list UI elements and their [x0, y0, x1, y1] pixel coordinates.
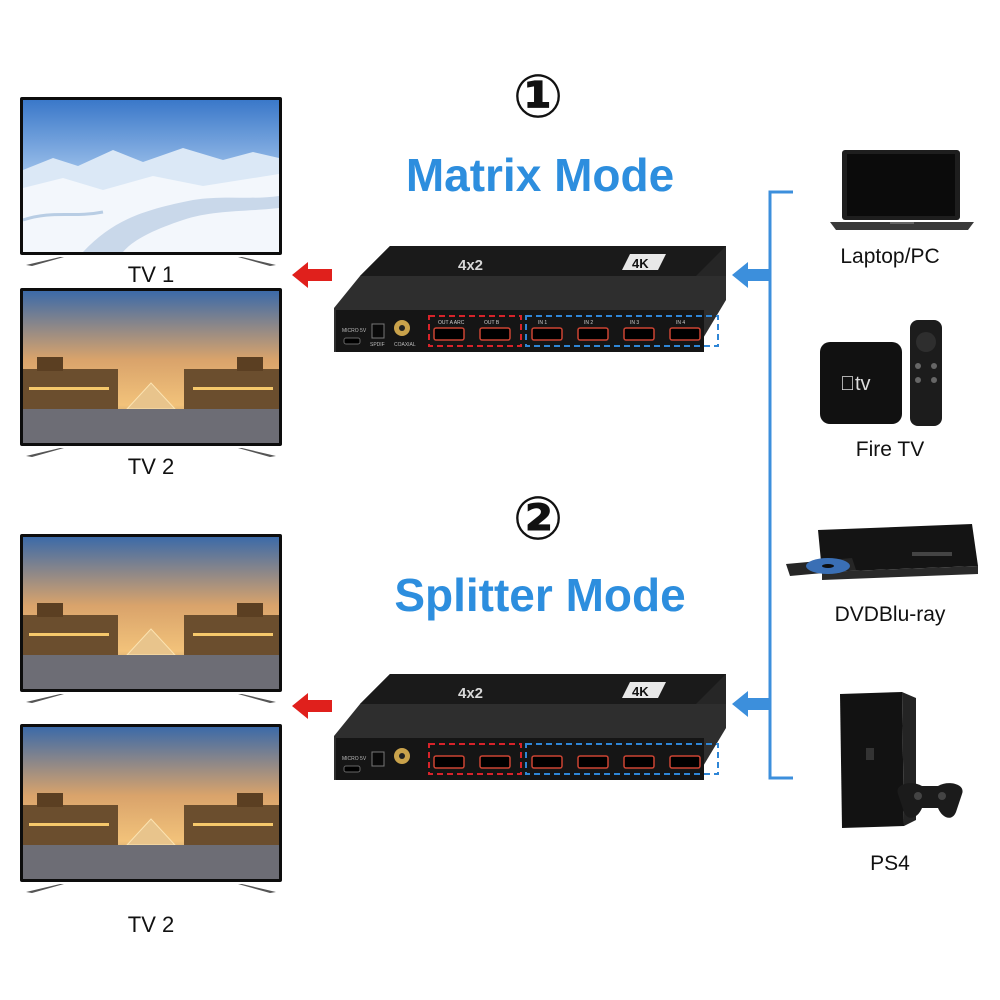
hdmi-splitter-switch: 4K 4x2 MICRO 5V: [330, 668, 740, 798]
hdmi-in-2-port: [577, 327, 609, 341]
hdmi-in-1-port: [531, 755, 563, 769]
output-arrow-icon: [292, 262, 332, 288]
brand-mark: 4K: [632, 256, 649, 271]
port-label: IN 1: [538, 320, 547, 326]
fire-tv-icon: tv: [820, 320, 942, 426]
matrix-mode-title: Matrix Mode: [405, 149, 675, 201]
hdmi-out-a-port: [433, 327, 465, 341]
snow-landscape-screen: [23, 100, 279, 252]
input-ports-highlight: [525, 743, 719, 775]
hdmi-in-3-port: [623, 327, 655, 341]
port-label: MICRO 5V: [342, 756, 367, 762]
louvre-screen: [23, 291, 279, 443]
hdmi-in-2-port: [577, 755, 609, 769]
input-arrow-icon: [732, 262, 770, 288]
ps4-icon: [840, 692, 963, 828]
brand-mark: 4K: [632, 684, 649, 699]
port-label: COAXIAL: [394, 342, 416, 348]
port-label: SPDIF: [370, 342, 385, 348]
brand-badge: [622, 254, 666, 270]
brand-badge: [622, 682, 666, 698]
output-ports-highlight: [428, 315, 522, 347]
source-label: DVDBlu-ray: [834, 603, 946, 626]
model-text: 4x2: [458, 257, 483, 274]
micro-usb-port: [343, 337, 361, 345]
port-label: OUT B: [484, 320, 500, 326]
model-text: 4x2: [458, 685, 483, 702]
hdmi-in-4-port: [669, 755, 701, 769]
louvre-screen: [23, 727, 279, 879]
port-label: IN 2: [584, 320, 593, 326]
hdmi-out-b-port: [479, 755, 511, 769]
laptop-icon: [830, 150, 974, 230]
hdmi-in-1-port: [531, 327, 563, 341]
step-number-2: ②: [512, 485, 564, 552]
input-arrow-icon: [732, 691, 770, 717]
hdmi-matrix-switch: 4K 4x2 MICRO 5V SPDIF COAXIAL OUT A ARC …: [330, 240, 740, 370]
louvre-screen: [23, 537, 279, 689]
port-label: OUT A ARC: [438, 320, 465, 326]
source-label: Fire TV: [855, 438, 925, 461]
spdif-port: [371, 323, 385, 339]
source-label: PS4: [870, 852, 910, 875]
output-ports-highlight: [428, 743, 522, 775]
hdmi-out-b-port: [479, 327, 511, 341]
source-label: Laptop/PC: [840, 245, 940, 268]
micro-usb-port: [343, 765, 361, 773]
output-arrow-icon: [292, 693, 332, 719]
tv-label: TV 2: [127, 912, 175, 937]
step-number-1: ①: [512, 63, 564, 130]
spdif-port: [371, 751, 385, 767]
bluray-player-icon: [786, 524, 978, 580]
input-ports-highlight: [525, 315, 719, 347]
tv-label: TV 2: [127, 454, 175, 479]
port-label: MICRO 5V: [342, 328, 367, 334]
hdmi-out-a-port: [433, 755, 465, 769]
port-label: IN 3: [630, 320, 639, 326]
hdmi-in-4-port: [669, 327, 701, 341]
svg-text:tv: tv: [840, 373, 871, 395]
tv-label: TV 1: [127, 262, 175, 287]
hdmi-in-3-port: [623, 755, 655, 769]
port-label: IN 4: [676, 320, 685, 326]
splitter-mode-title: Splitter Mode: [394, 569, 686, 621]
